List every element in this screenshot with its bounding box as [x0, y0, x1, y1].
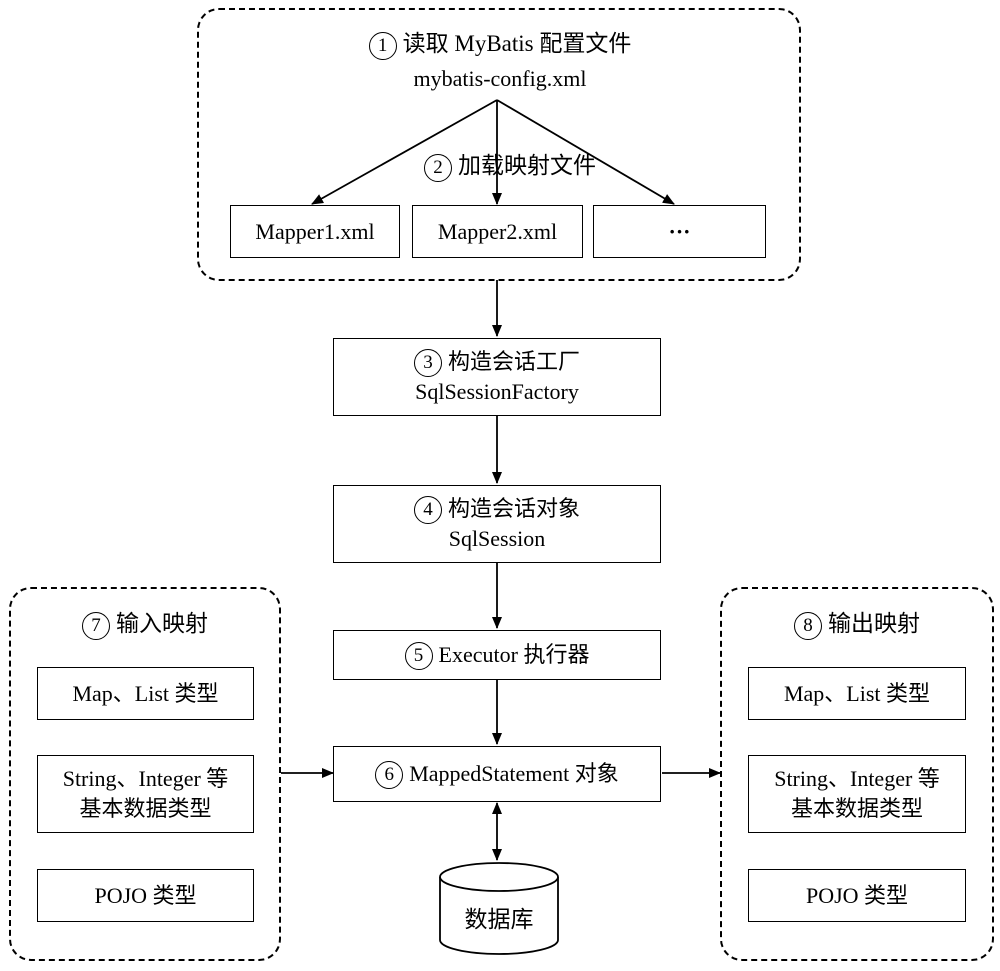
step8-number: 8	[794, 611, 822, 640]
output-type-pojo-label: POJO 类型	[805, 882, 909, 908]
step5-number: 5	[404, 642, 433, 671]
output-type-pojo: POJO 类型	[748, 869, 966, 922]
mapper1-label: Mapper1.xml	[255, 218, 375, 244]
input-type-string-integer-line2: 基本数据类型	[79, 796, 212, 821]
input-type-pojo-label: POJO 类型	[94, 882, 197, 908]
input-mapping-group	[9, 587, 281, 961]
mapper2-box: Mapper2.xml	[412, 205, 583, 258]
step2-text: 加载映射文件	[458, 153, 596, 178]
step3-title: 构造会话工厂	[447, 348, 580, 374]
step2-number: 2	[424, 153, 452, 182]
config-group	[197, 8, 801, 281]
mapper1-box: Mapper1.xml	[230, 205, 400, 258]
output-type-string-integer-line1: String、Integer 等	[774, 766, 940, 791]
input-type-map-list-label: Map、List 类型	[72, 680, 219, 706]
input-type-pojo: POJO 类型	[37, 869, 254, 922]
output-type-string-integer: String、Integer 等 基本数据类型	[748, 755, 966, 833]
output-mapping-title-text: 输出映射	[828, 611, 920, 636]
arrow-config-to-more	[496, 99, 675, 205]
step3-number: 3	[413, 349, 442, 378]
output-type-map-list: Map、List 类型	[748, 667, 966, 720]
database-cylinder	[439, 862, 559, 955]
step4-number: 4	[413, 496, 442, 525]
step7-number: 7	[82, 611, 110, 640]
output-type-map-list-label: Map、List 类型	[783, 680, 931, 706]
config-file-name: mybatis-config.xml	[413, 66, 587, 91]
step6-label: MappedStatement 对象	[409, 760, 619, 786]
input-type-string-integer: String、Integer 等 基本数据类型	[37, 755, 254, 833]
mapper2-label: Mapper2.xml	[437, 218, 558, 244]
input-type-string-integer-line1: String、Integer 等	[62, 766, 229, 791]
step4-title: 构造会话对象	[447, 495, 580, 521]
step4-subtitle: SqlSession	[448, 526, 546, 552]
arrow-config-to-mapper1	[311, 99, 498, 205]
step1-text: 读取 MyBatis 配置文件	[402, 31, 632, 56]
step5-label: Executor 执行器	[438, 641, 590, 667]
step3-subtitle: SqlSessionFactory	[415, 379, 579, 405]
step1-number: 1	[368, 31, 397, 60]
input-type-map-list: Map、List 类型	[37, 667, 254, 720]
database-label: 数据库	[464, 907, 534, 932]
step6-number: 6	[375, 761, 404, 790]
more-mappers-box: ···	[593, 205, 766, 258]
output-mapping-group	[720, 587, 994, 961]
output-type-string-integer-line2: 基本数据类型	[790, 796, 923, 821]
more-mappers-label: ···	[668, 218, 691, 244]
input-mapping-title-text: 输入映射	[116, 611, 208, 636]
